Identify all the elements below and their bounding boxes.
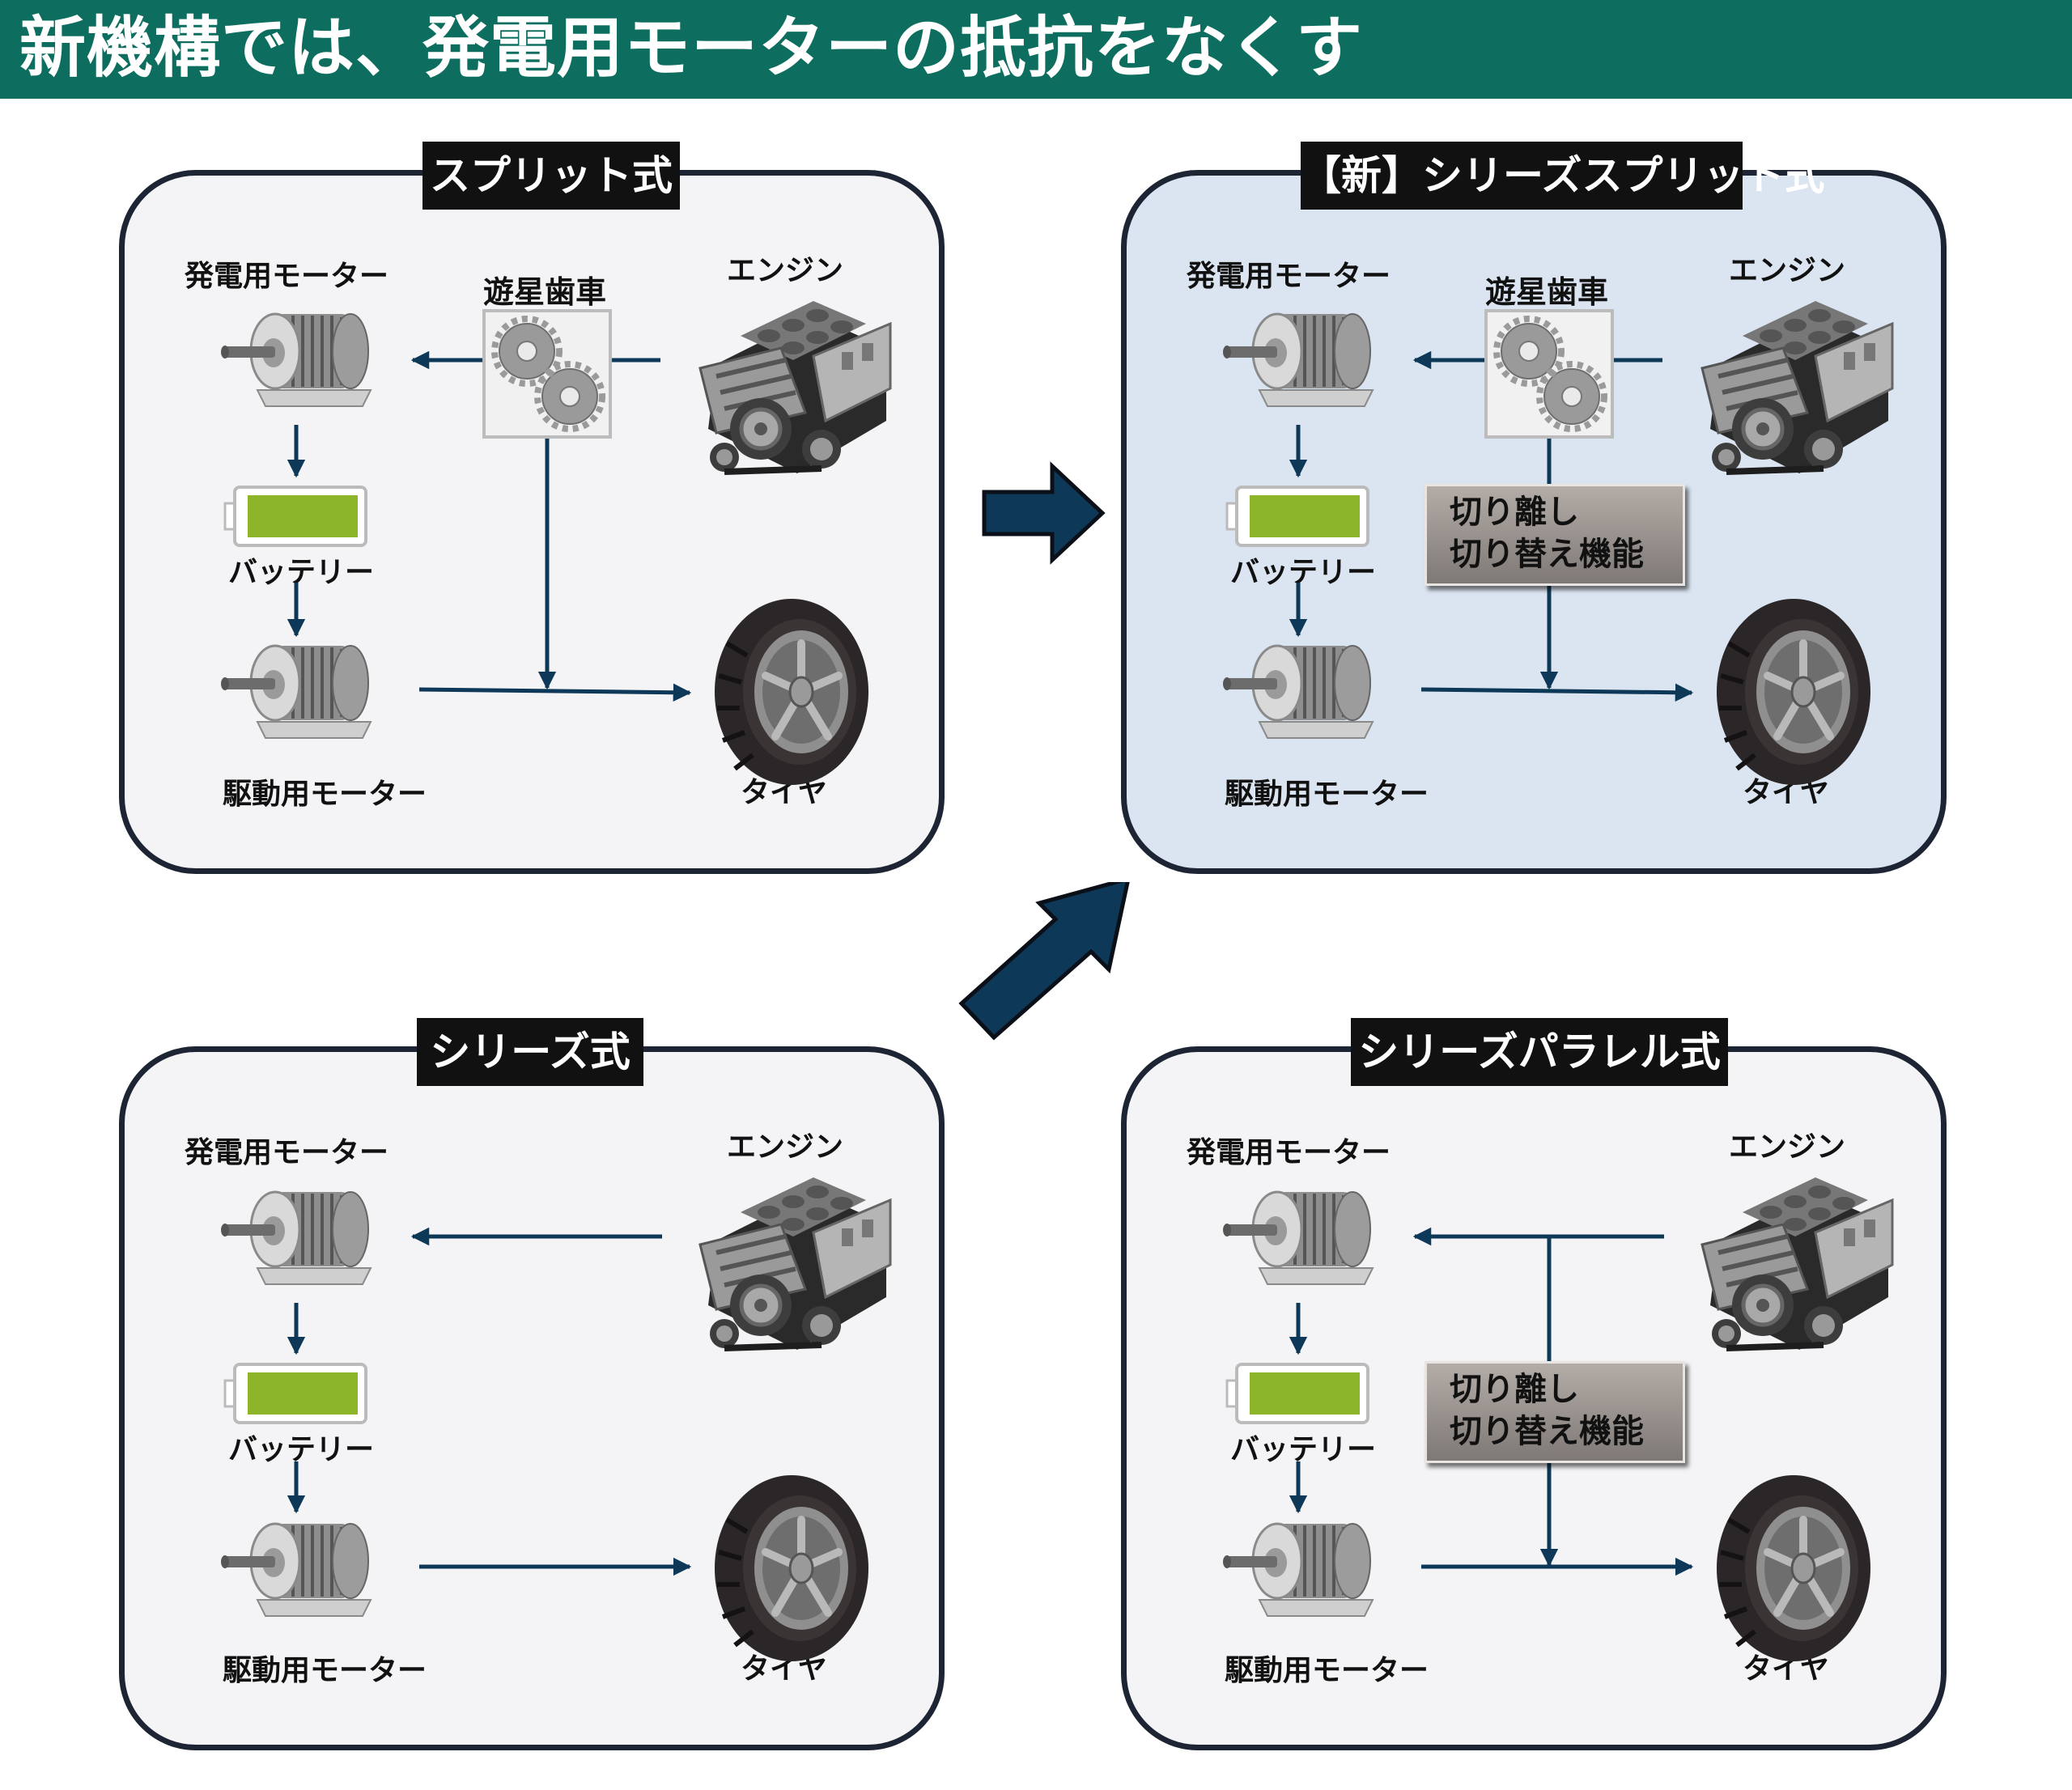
engine-icon [1694, 1168, 1896, 1370]
page-title: 新機構では、発電用モーターの抵抗をなくす [19, 10, 1364, 87]
motor-icon [1219, 631, 1381, 744]
label-planetary-gear: 遊星歯車 [483, 274, 607, 310]
title-bar: 新機構では、発電用モーターの抵抗をなくす [0, 0, 2072, 99]
label-battery: バッテリー [228, 1433, 375, 1466]
battery-icon [1225, 484, 1371, 549]
label-engine: エンジン [1729, 1130, 1846, 1164]
label-gen-motor: 発電用モーター [185, 1136, 389, 1169]
panel-label: 【新】シリーズスプリット式 [1301, 142, 1825, 210]
label-drive-motor: 駆動用モーター [1225, 778, 1429, 811]
label-drive-motor: 駆動用モーター [223, 778, 427, 811]
motor-icon [1219, 1177, 1381, 1291]
label-battery: バッテリー [1230, 556, 1377, 589]
motor-icon [1219, 1509, 1381, 1622]
label-battery: バッテリー [1230, 1433, 1377, 1466]
switch-label-line2: 切り替え機能 [1450, 1413, 1644, 1450]
motor-icon [217, 299, 379, 413]
panel-label: シリーズ式 [417, 1018, 643, 1086]
tire-icon [1713, 595, 1875, 789]
label-gen-motor: 発電用モーター [1187, 260, 1391, 293]
battery-icon [223, 1361, 369, 1426]
switch-label-line2: 切り替え機能 [1450, 536, 1644, 573]
battery-icon [223, 484, 369, 549]
engine-icon [692, 1168, 894, 1370]
label-drive-motor: 駆動用モーター [223, 1654, 427, 1687]
label-planetary-gear: 遊星歯車 [1485, 274, 1609, 310]
gear-icon [482, 309, 612, 439]
switch-label-line1: 切り離し [1450, 1371, 1579, 1408]
gear-icon [1484, 309, 1614, 439]
diagonal-arrow-icon [958, 882, 1130, 1041]
label-battery: バッテリー [228, 556, 375, 589]
tire-icon [711, 1471, 873, 1665]
label-gen-motor: 発電用モーター [185, 260, 389, 293]
panel-label: シリーズパラレル式 [1351, 1018, 1728, 1086]
label-gen-motor: 発電用モーター [1187, 1136, 1391, 1169]
switch-label-line1: 切り離し [1450, 494, 1579, 531]
motor-icon [217, 631, 379, 744]
right-arrow-icon [982, 461, 1106, 565]
disconnect-switch-box: 切り離し 切り替え機能 [1424, 484, 1685, 586]
panel-new-series-split: 【新】シリーズスプリット式 [1121, 142, 1947, 874]
battery-icon [1225, 1361, 1371, 1426]
tire-icon [1713, 1471, 1875, 1665]
engine-icon [1694, 291, 1896, 494]
engine-icon [692, 291, 894, 494]
motor-icon [217, 1509, 379, 1622]
panel-label: スプリット式 [422, 142, 680, 210]
disconnect-switch-box: 切り離し 切り替え機能 [1424, 1361, 1685, 1463]
label-engine: エンジン [727, 1130, 844, 1164]
tire-icon [711, 595, 873, 789]
motor-icon [217, 1177, 379, 1291]
label-drive-motor: 駆動用モーター [1225, 1654, 1429, 1687]
label-engine: エンジン [727, 254, 844, 287]
motor-icon [1219, 299, 1381, 413]
label-engine: エンジン [1729, 254, 1846, 287]
